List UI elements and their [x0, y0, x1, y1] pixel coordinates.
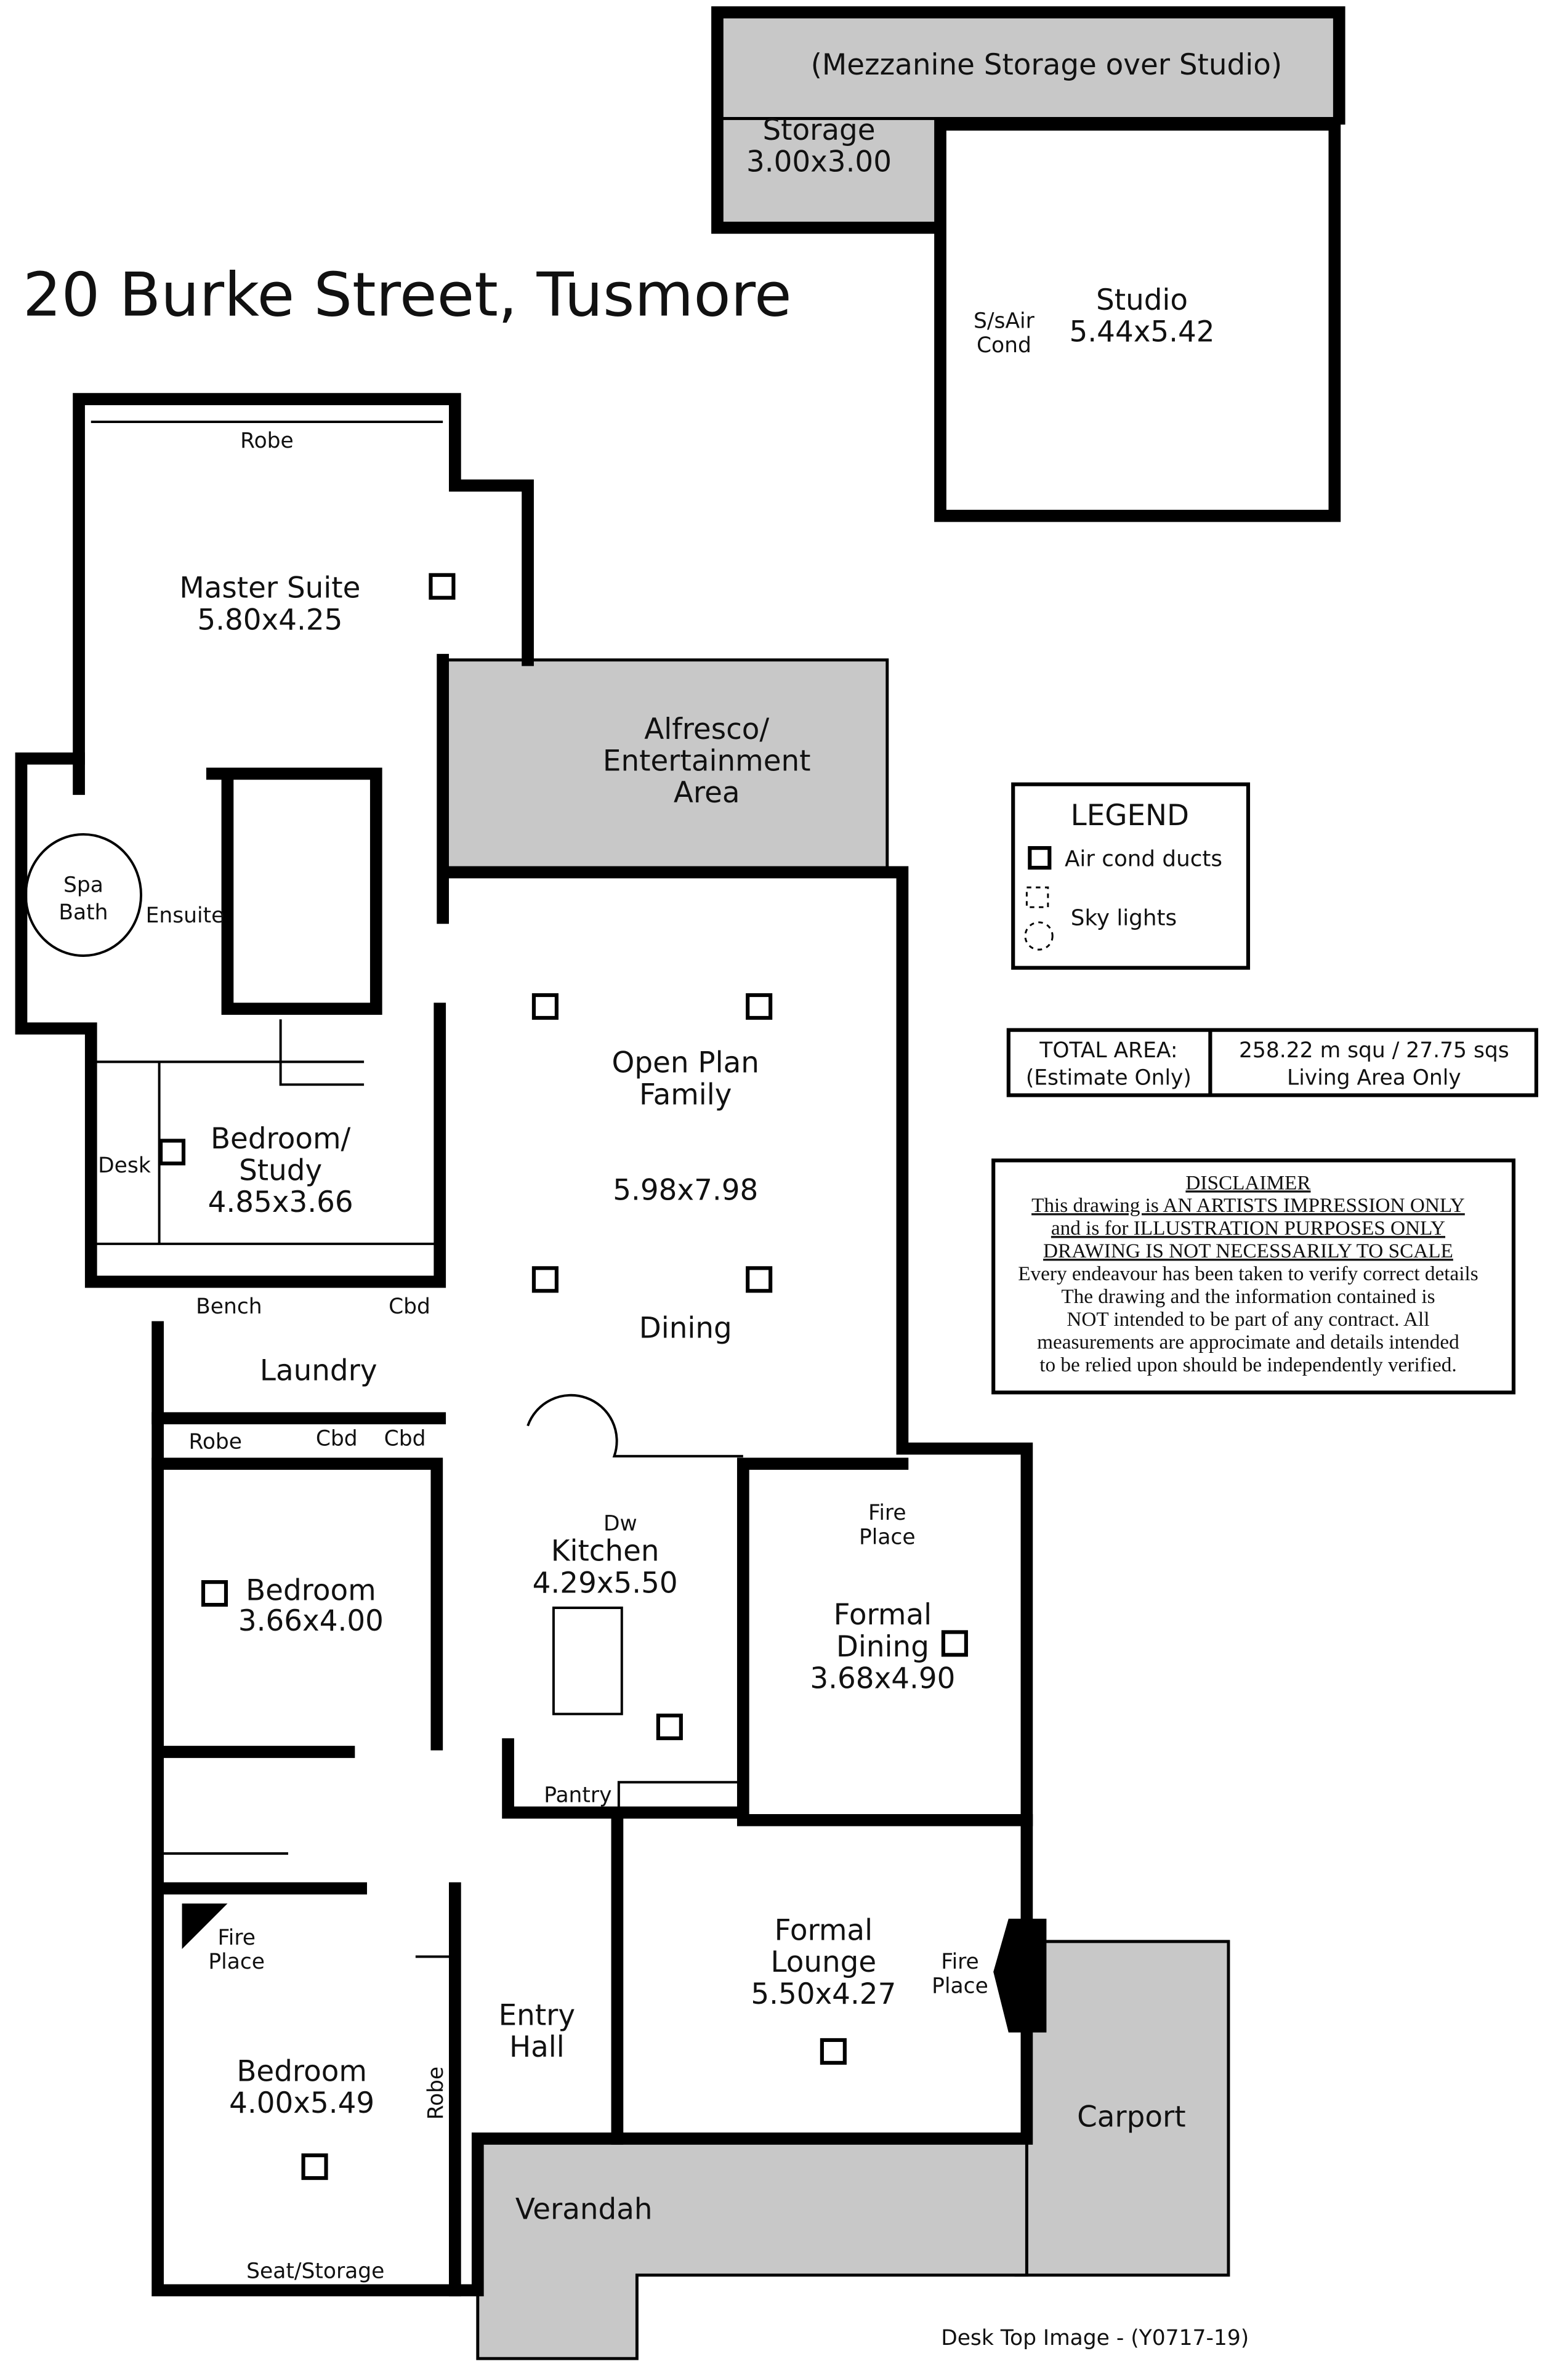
study-size: 4.85x3.66	[208, 1186, 353, 1219]
footer-reference: Desk Top Image - (Y0717-19)	[941, 2326, 1249, 2350]
legend-sky: Sky lights	[1071, 906, 1177, 931]
bedroom1-fire-2: Place	[208, 1950, 265, 1974]
family-line1: Open Plan	[612, 1047, 759, 1080]
air-cond-ducts	[158, 573, 968, 2180]
formal-dining-line1: Formal	[834, 1599, 932, 1632]
entry-line2: Hall	[509, 2031, 565, 2064]
disclaimer-box: DISCLAIMER This drawing is AN ARTISTS IM…	[991, 1158, 1516, 1395]
lounge-fire-2: Place	[932, 1974, 988, 1999]
disclaimer-line: DRAWING IS NOT NECESSARILY TO SCALE	[1043, 1240, 1453, 1262]
verandah-label: Verandah	[515, 2193, 653, 2227]
storage-area	[716, 117, 939, 230]
laundry-name: Laundry	[260, 1355, 377, 1388]
storage-size: 3.00x3.00	[746, 146, 892, 179]
disclaimer-line: The drawing and the information containe…	[1061, 1285, 1435, 1308]
legend-title: LEGEND	[1071, 799, 1189, 833]
bedroom1-size: 4.00x5.49	[229, 2087, 374, 2120]
area-label-1: TOTAL AREA:	[1039, 1038, 1177, 1063]
disclaimer-line: and is for ILLUSTRATION PURPOSES ONLY	[1051, 1217, 1445, 1240]
family-size: 5.98x7.98	[613, 1174, 758, 1208]
laundry-cbd-1: Cbd	[389, 1294, 430, 1319]
area-value-1: 258.22 m squ / 27.75 sqs	[1239, 1038, 1509, 1063]
formal-dining-fire-2: Place	[859, 1525, 916, 1550]
mezzanine-label: (Mezzanine Storage over Studio)	[811, 49, 1282, 82]
alfresco-line1: Alfresco/	[644, 713, 769, 746]
area-value-2: Living Area Only	[1287, 1065, 1461, 1090]
legend-air: Air cond ducts	[1065, 847, 1222, 872]
studio-size: 5.44x5.42	[1070, 316, 1215, 349]
entry-line1: Entry	[499, 1999, 575, 2032]
studio-ac-2: Cond	[977, 333, 1031, 358]
disclaimer-line: NOT intended to be part of any contract.…	[1067, 1308, 1429, 1331]
lounge-line1: Formal	[775, 1914, 873, 1947]
legend: LEGEND Air cond ducts Sky lights	[1011, 782, 1251, 970]
study-line1: Bedroom/	[211, 1123, 351, 1156]
master-size: 5.80x4.25	[197, 603, 342, 637]
bedroom1-seat: Seat/Storage	[246, 2259, 384, 2284]
alfresco-line3: Area	[674, 777, 740, 810]
laundry-cbd-3: Cbd	[384, 1426, 426, 1451]
family-line2: Family	[639, 1078, 732, 1111]
carport-label: Carport	[1077, 2100, 1185, 2134]
disclaimer-line: Every endeavour has been taken to verify…	[1018, 1262, 1478, 1285]
laundry-robe: Robe	[188, 1429, 242, 1454]
property-title: 20 Burke Street, Tusmore	[23, 260, 792, 331]
bedroom2-name: Bedroom	[246, 1575, 376, 1608]
laundry-cbd-2: Cbd	[316, 1426, 358, 1451]
lounge-size: 5.50x4.27	[751, 1978, 896, 2011]
spa-line1: Spa	[63, 873, 103, 898]
walls	[15, 6, 1345, 2297]
kitchen-name: Kitchen	[551, 1535, 660, 1568]
bedroom1-name: Bedroom	[236, 2055, 367, 2088]
laundry-bench: Bench	[196, 1294, 262, 1319]
alfresco-area	[441, 658, 889, 874]
studio-ac-1: S/sAir	[974, 309, 1035, 333]
air-cond-duct-icon	[1028, 846, 1052, 870]
skylight-circle-icon	[1024, 921, 1054, 951]
alfresco-line2: Entertainment	[603, 745, 811, 778]
mezzanine-area	[716, 10, 1341, 120]
lounge-fire-1: Fire	[941, 1950, 979, 1974]
fixtures	[24, 421, 1047, 2268]
area-label-2: (Estimate Only)	[1026, 1065, 1192, 1090]
spa-line2: Bath	[58, 900, 108, 925]
ensuite-label: Ensuite	[146, 903, 225, 928]
formal-dining-fire-1: Fire	[868, 1501, 906, 1525]
formal-dining-size: 3.68x4.90	[810, 1663, 955, 1696]
kitchen-size: 4.29x5.50	[533, 1567, 678, 1600]
bedroom1-robe: Robe	[424, 2067, 448, 2120]
master-robe: Robe	[240, 429, 294, 453]
family-dining: Dining	[639, 1312, 732, 1345]
skylight-square-icon	[1025, 886, 1049, 908]
study-line2: Study	[239, 1154, 322, 1187]
kitchen-pantry: Pantry	[544, 1783, 611, 1807]
disclaimer-line: measurements are approcimate and details…	[1037, 1331, 1459, 1353]
kitchen-dw: Dw	[603, 1511, 637, 1536]
total-area-box: TOTAL AREA: (Estimate Only) 258.22 m squ…	[1006, 1028, 1538, 1097]
lounge-line2: Lounge	[771, 1946, 877, 1979]
disclaimer-heading: DISCLAIMER	[1185, 1171, 1311, 1194]
formal-dining-line2: Dining	[836, 1631, 929, 1664]
storage-name: Storage	[762, 114, 875, 147]
disclaimer-line: This drawing is AN ARTISTS IMPRESSION ON…	[1031, 1194, 1465, 1217]
bedroom1-fire-1: Fire	[217, 1926, 256, 1950]
study-desk: Desk	[98, 1153, 151, 1178]
master-name: Master Suite	[179, 572, 360, 605]
disclaimer-line: to be relied upon should be independentl…	[1039, 1353, 1456, 1376]
studio-name: Studio	[1096, 284, 1188, 317]
bedroom2-size: 3.66x4.00	[238, 1605, 384, 1638]
